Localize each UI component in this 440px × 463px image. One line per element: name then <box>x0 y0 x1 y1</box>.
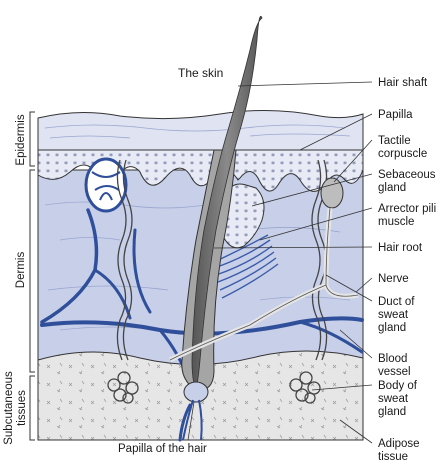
leader-sebaceous-gland <box>251 173 373 207</box>
leader-nerve <box>355 277 373 293</box>
leader-adipose-tissue <box>339 419 373 444</box>
leader-body-of-sweat-gland <box>311 384 373 391</box>
leader-blood-vessel <box>339 329 373 359</box>
diagram-title: The skin <box>178 66 223 80</box>
svg-text:tissues: tissues <box>16 390 28 426</box>
label-nerve: Nerve <box>378 273 409 285</box>
epidermis-texture <box>44 124 351 139</box>
layer-brackets <box>29 111 35 441</box>
blood-vessels <box>40 208 364 442</box>
leader-hair-root <box>213 246 373 249</box>
leader-tactile-corpuscle <box>333 139 373 183</box>
leader-papilla <box>299 113 373 151</box>
sweat-gland-left <box>107 159 139 404</box>
epidermis-layer <box>37 109 364 151</box>
leader-hair-shaft <box>237 81 373 87</box>
label-subcutaneous: Subcutaneous tissues <box>3 371 28 445</box>
label-hair-root: Hair root <box>378 242 423 254</box>
bottom-caption: Papilla of the hair <box>118 443 207 455</box>
label-dermis: Dermis <box>15 252 27 289</box>
capillary-loop <box>84 157 128 213</box>
label-hair-shaft: Hair shaft <box>378 77 428 89</box>
leader-arrector-pili-muscle <box>259 207 373 241</box>
label-epidermis: Epidermis <box>15 114 27 165</box>
hair-papilla <box>183 381 209 403</box>
tactile-corpuscle <box>320 177 344 209</box>
leader-duct-of-sweat-gland <box>325 274 373 302</box>
svg-text:Subcutaneous: Subcutaneous <box>3 371 15 445</box>
label-papilla: Papilla <box>378 109 413 121</box>
